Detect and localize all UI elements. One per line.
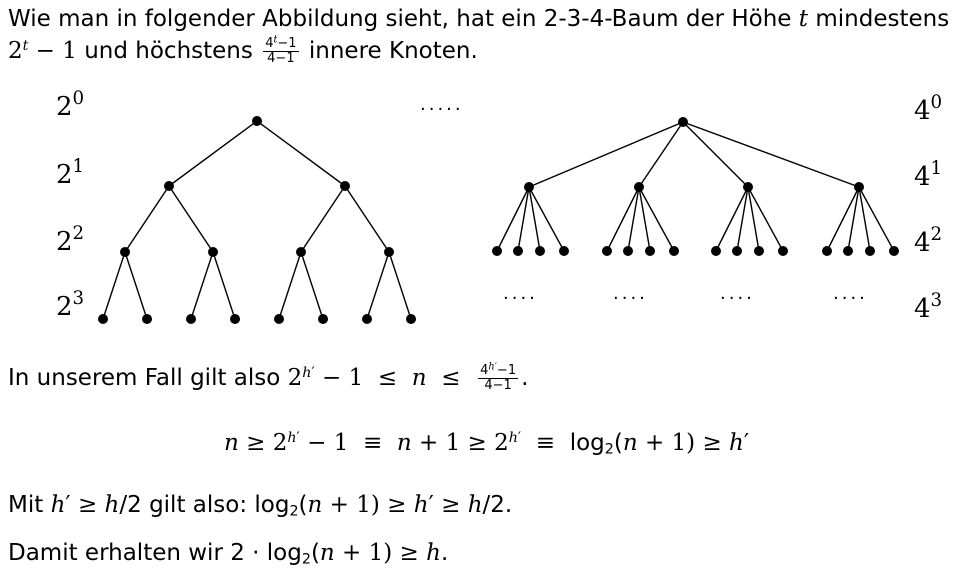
binary-node [340,181,350,191]
quad-edge [606,186,640,252]
quad-edge [682,121,749,188]
quad-leaf [645,246,655,256]
intro-line-1-text: Wie man in folgender Abbildung sieht, ha… [8,6,950,32]
quad-leaf [623,246,633,256]
binary-node [384,247,394,257]
quad-edge [715,186,749,252]
binary-edge [168,185,214,253]
quad-leaf [732,246,742,256]
binary-leaf [186,314,196,324]
intro-line-1: Wie man in folgender Abbildung sieht, ha… [8,4,949,34]
binary-node [120,247,130,257]
quad-leaf [889,246,899,256]
binary-edge [344,185,390,253]
binary-leaf [362,314,372,324]
tree-nodes [98,116,899,324]
right-level-label-3: 43 [914,290,943,324]
quad-edge [736,186,749,252]
tree-edges [102,120,895,320]
binary-edge [300,185,346,253]
bottom-ellipsis-4: .... [833,283,868,304]
quad-node [634,182,644,192]
min-expression: 2t − 1 [8,38,77,64]
quad-edge [638,186,675,252]
quad-leaf [492,246,502,256]
quad-leaf [559,246,569,256]
case-line: In unserem Fall gilt also 2h′ − 1 ≤ n ≤ … [8,361,529,393]
left-level-label-2: 22 [56,223,85,257]
quad-edge [826,186,860,252]
binary-edge [168,120,258,187]
bottom-ellipsis-1: .... [503,283,538,304]
binary-edge [124,185,170,253]
left-level-label-0: 20 [56,88,85,122]
top-ellipsis: ..... [420,94,464,115]
quad-leaf [535,246,545,256]
quad-edge [528,186,565,252]
quad-edge [747,186,784,252]
quad-leaf [843,246,853,256]
quad-leaf [865,246,875,256]
binary-edge [366,251,390,320]
quad-node [854,182,864,192]
binary-node [208,247,218,257]
binary-edge [190,251,214,320]
quad-edge [517,186,530,252]
quad-edge [638,121,684,188]
binary-node [296,247,306,257]
binary-edge [300,251,324,320]
quad-edge [682,121,860,188]
left-level-label-3: 23 [56,288,85,322]
quad-leaf [602,246,612,256]
intro-mid-text: und höchstens [84,38,261,64]
quad-edge [858,186,895,252]
quad-node [524,182,534,192]
binary-leaf [98,314,108,324]
quad-edge [528,121,684,188]
intro-end-text: innere Knoten. [308,38,478,64]
bottom-ellipsis-2: .... [613,283,648,304]
quad-edge [638,186,651,252]
quad-node [743,182,753,192]
binary-leaf [406,314,416,324]
binary-node [164,181,174,191]
quad-edge [747,186,760,252]
binary-edge [388,251,412,320]
binary-edge [102,251,126,320]
right-level-label-0: 40 [914,92,943,126]
right-level-label-1: 41 [914,158,943,192]
quad-leaf [669,246,679,256]
quad-edge [627,186,640,252]
damit-line: Damit erhalten wir 2 · log2(n + 1) ≥ h. [8,540,449,568]
quad-leaf [778,246,788,256]
binary-leaf [274,314,284,324]
binary-node [252,116,262,126]
quad-edge [496,186,530,252]
quad-leaf [754,246,764,256]
mit-line: Mit h′ ≥ h/2 gilt also: log2(n + 1) ≥ h′… [8,492,513,520]
binary-leaf [230,314,240,324]
binary-edge [124,251,148,320]
quad-edge [858,186,871,252]
equation-line: n ≥ 2h′ − 1 ≡ n + 1 ≥ 2h′ ≡ log2(n + 1) … [224,430,750,458]
right-level-label-2: 42 [914,224,943,258]
binary-edge [278,251,302,320]
quad-edge [847,186,860,252]
left-level-label-1: 21 [56,156,85,190]
quad-node [678,117,688,127]
binary-edge [256,120,346,187]
quad-leaf [822,246,832,256]
binary-edge [212,251,236,320]
quad-leaf [711,246,721,256]
binary-leaf [142,314,152,324]
binary-leaf [318,314,328,324]
quad-edge [528,186,541,252]
bottom-ellipsis-3: .... [720,283,755,304]
quad-leaf [513,246,523,256]
